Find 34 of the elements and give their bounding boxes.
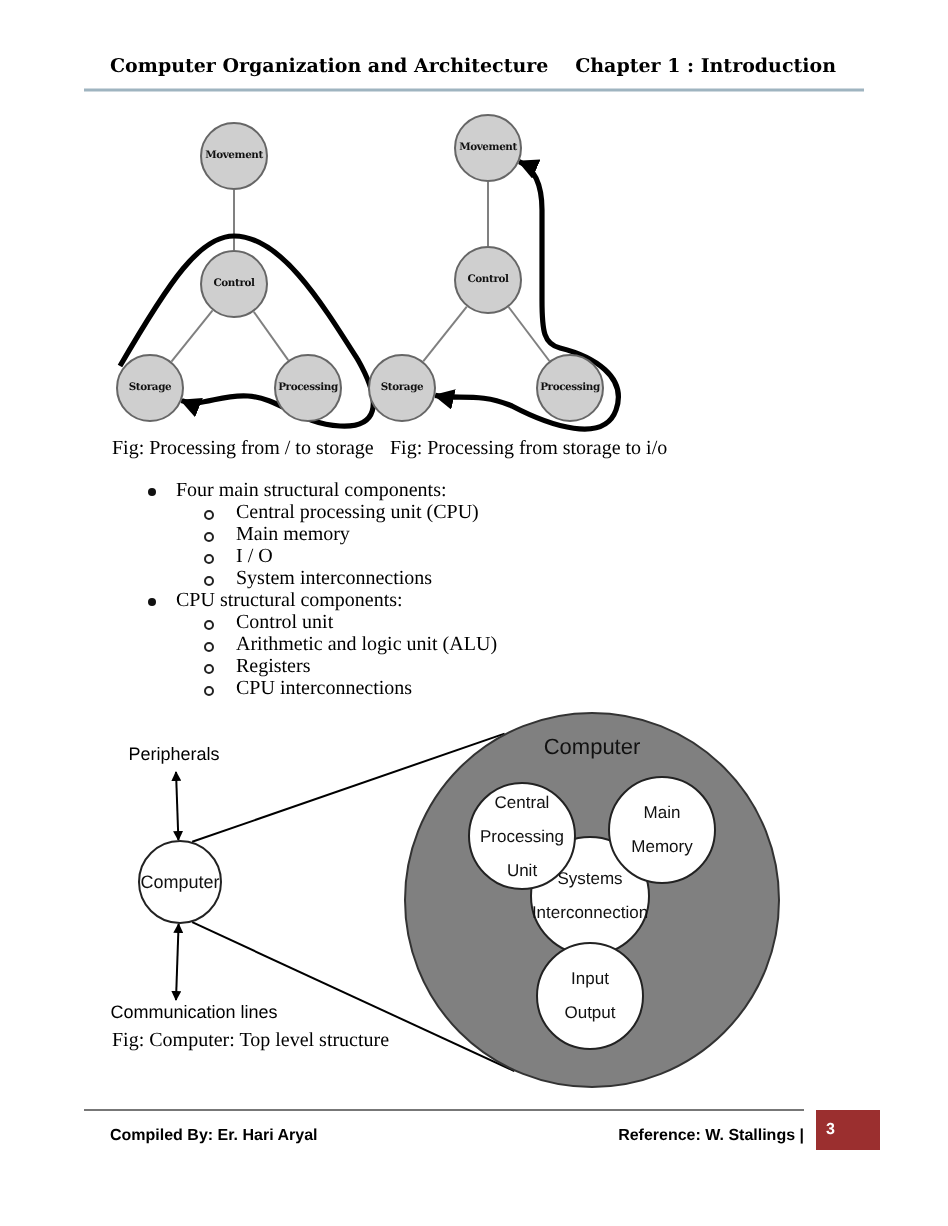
figure-caption: Fig: Processing from storage to i/o <box>390 438 668 460</box>
connector-line <box>507 306 551 362</box>
computer-circle: Computer <box>138 840 222 924</box>
component-circle: Input Output <box>536 942 644 1050</box>
connector-line <box>252 310 290 362</box>
page-header: Computer Organization and Architecture <box>110 56 549 78</box>
figure-caption: Fig: Processing from / to storage <box>112 438 374 460</box>
connector-line <box>422 305 468 363</box>
list-item: Control unit <box>236 612 334 634</box>
list-item: Arithmetic and logic unit (ALU) <box>236 634 498 656</box>
list-item: CPU structural components: <box>176 590 403 612</box>
arrow <box>171 923 184 1001</box>
page-footer: Compiled By: Er. Hari Aryal <box>110 1126 318 1144</box>
text-label: Peripherals <box>128 744 220 764</box>
list-item: Central processing unit (CPU) <box>236 502 479 524</box>
page-header: Chapter 1 : Introduction <box>575 56 836 78</box>
arrow <box>171 771 184 841</box>
flow-arrow <box>433 159 621 432</box>
list-item: System interconnections <box>236 568 433 590</box>
list-item: Four main structural components: <box>176 480 447 502</box>
flow-arrow <box>117 233 376 429</box>
page-footer: Reference: W. Stallings | <box>618 1126 804 1144</box>
list-item: CPU interconnections <box>236 678 413 700</box>
connector-line <box>170 309 214 363</box>
list-item: Registers <box>236 656 311 678</box>
text-label: Communication lines <box>110 1002 278 1022</box>
connector-line <box>191 732 506 843</box>
list-item: I / O <box>236 546 273 568</box>
page-number: 3 <box>816 1110 880 1150</box>
connector-line <box>487 181 489 247</box>
connector-line <box>233 189 235 251</box>
circle-title: Computer <box>543 736 641 760</box>
list-item: Main memory <box>236 524 350 546</box>
figure-caption: Fig: Computer: Top level structure <box>112 1030 390 1052</box>
